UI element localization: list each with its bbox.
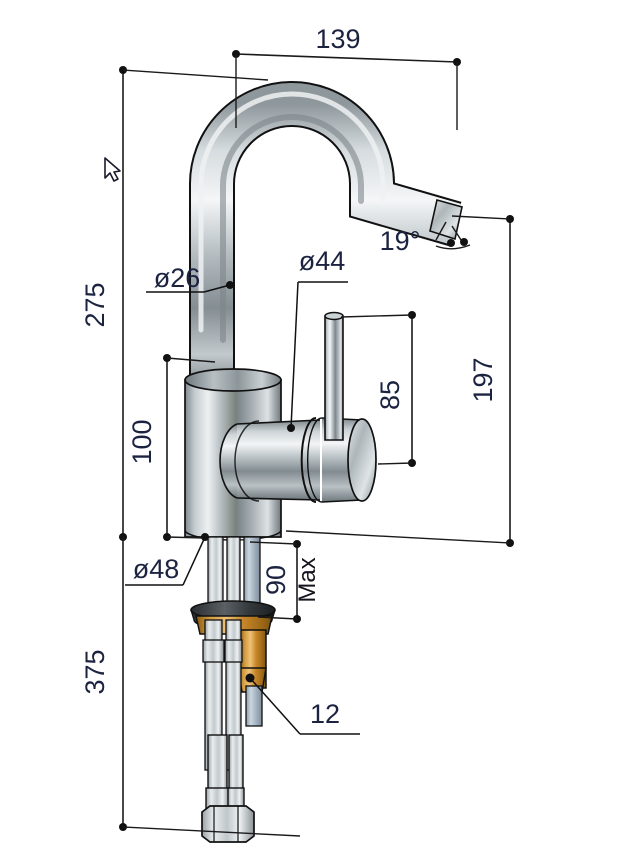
label-dia-48: ø48 [133,554,180,584]
label-275: 275 [80,282,110,327]
dim-dia-26 [146,281,234,293]
dim-139 [232,50,461,130]
dimension-labels: 139 19° 275 ø26 ø44 85 197 100 ø48 90 Ma… [80,24,498,729]
dim-90-max [249,540,301,623]
dimension-lines [119,50,514,837]
label-85: 85 [375,380,405,410]
label-max: Max [294,557,321,602]
label-90: 90 [261,565,291,595]
label-12: 12 [310,699,340,729]
label-dia-26: ø26 [154,263,201,293]
dim-12 [249,677,360,735]
faucet-illustration [184,81,463,843]
dim-375 [119,537,301,837]
dim-275 [119,66,269,541]
dim-197 [285,215,514,547]
dim-dia-44 [287,281,348,432]
label-197: 197 [468,357,498,402]
label-19-deg: 19° [380,226,421,256]
label-375: 375 [80,649,110,694]
mouse-pointer-icon [104,157,121,182]
dim-dia-48 [125,533,209,586]
lever-hub [219,417,377,503]
label-dia-44: ø44 [299,246,346,276]
dim-85 [340,311,416,467]
flexible-hoses [202,619,263,811]
dim-19-deg [435,221,471,250]
supply-shanks [207,536,261,608]
hose-hex-nut [201,805,255,843]
label-100: 100 [127,419,157,464]
label-139: 139 [315,24,360,54]
lever-handle [324,311,344,441]
spout-goosneck [188,81,462,395]
dim-100 [163,354,216,541]
